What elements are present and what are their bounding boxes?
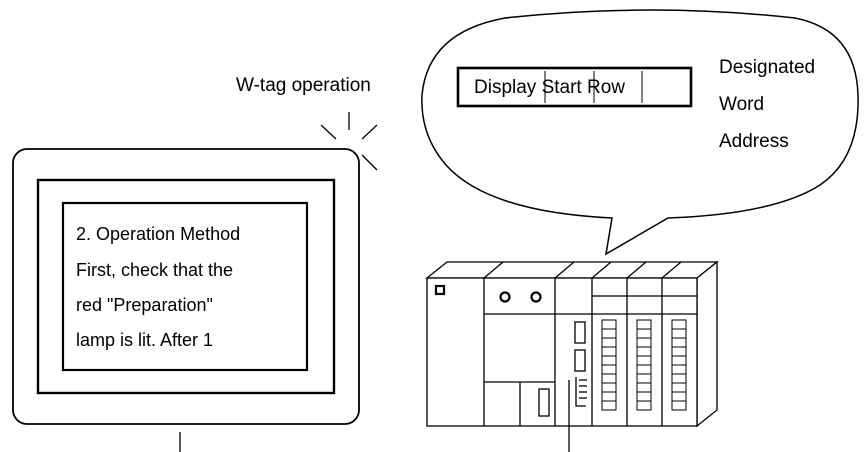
display-unit-screen-frame (36, 178, 336, 395)
word-address-dividers (544, 71, 643, 103)
screen-text-line-2: First, check that the (76, 260, 233, 280)
designated-label-line-3: Address (719, 131, 789, 152)
w-tag-operation-label: W-tag operation (236, 75, 371, 96)
display-unit-screen (61, 201, 309, 372)
plc-rack (425, 260, 719, 428)
screen-text-line-3: red "Preparation" (76, 295, 213, 315)
designated-label-line-1: Designated (719, 57, 815, 78)
designated-label-line-2: Word (719, 94, 764, 115)
display-unit (12, 148, 360, 452)
plc-power-led-icon (434, 284, 446, 296)
display-start-row-box (456, 66, 693, 108)
speech-balloon (421, 9, 859, 256)
plc-terminal-strips (601, 319, 687, 411)
plc-status-lamp-icon (499, 291, 511, 303)
flash-marks-icon (320, 112, 378, 171)
display-start-row-label: Display Start Row (474, 77, 625, 98)
plc-status-lamp-icon (530, 291, 542, 303)
display-unit-bezel (12, 148, 360, 425)
screen-text-line-4: lamp is lit. After 1 (76, 330, 213, 350)
screen-text-line-1: 2. Operation Method (76, 224, 240, 244)
